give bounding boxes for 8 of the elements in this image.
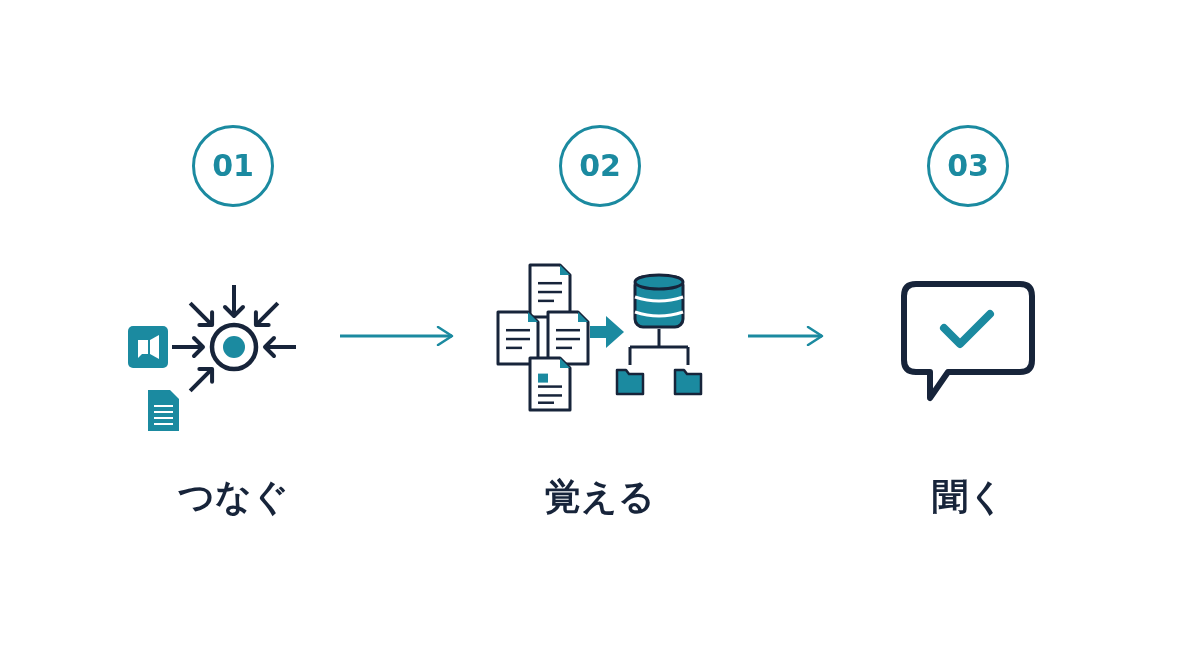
step-number-circle: 01 [192, 125, 274, 207]
step-title: 聞く [931, 479, 1005, 515]
step-number-circle: 03 [927, 125, 1009, 207]
step-number-circle: 02 [559, 125, 641, 207]
step-title: つなぐ [177, 479, 289, 515]
arrow [748, 325, 824, 347]
arrow [340, 325, 454, 347]
step-title: 覚える [545, 479, 655, 515]
